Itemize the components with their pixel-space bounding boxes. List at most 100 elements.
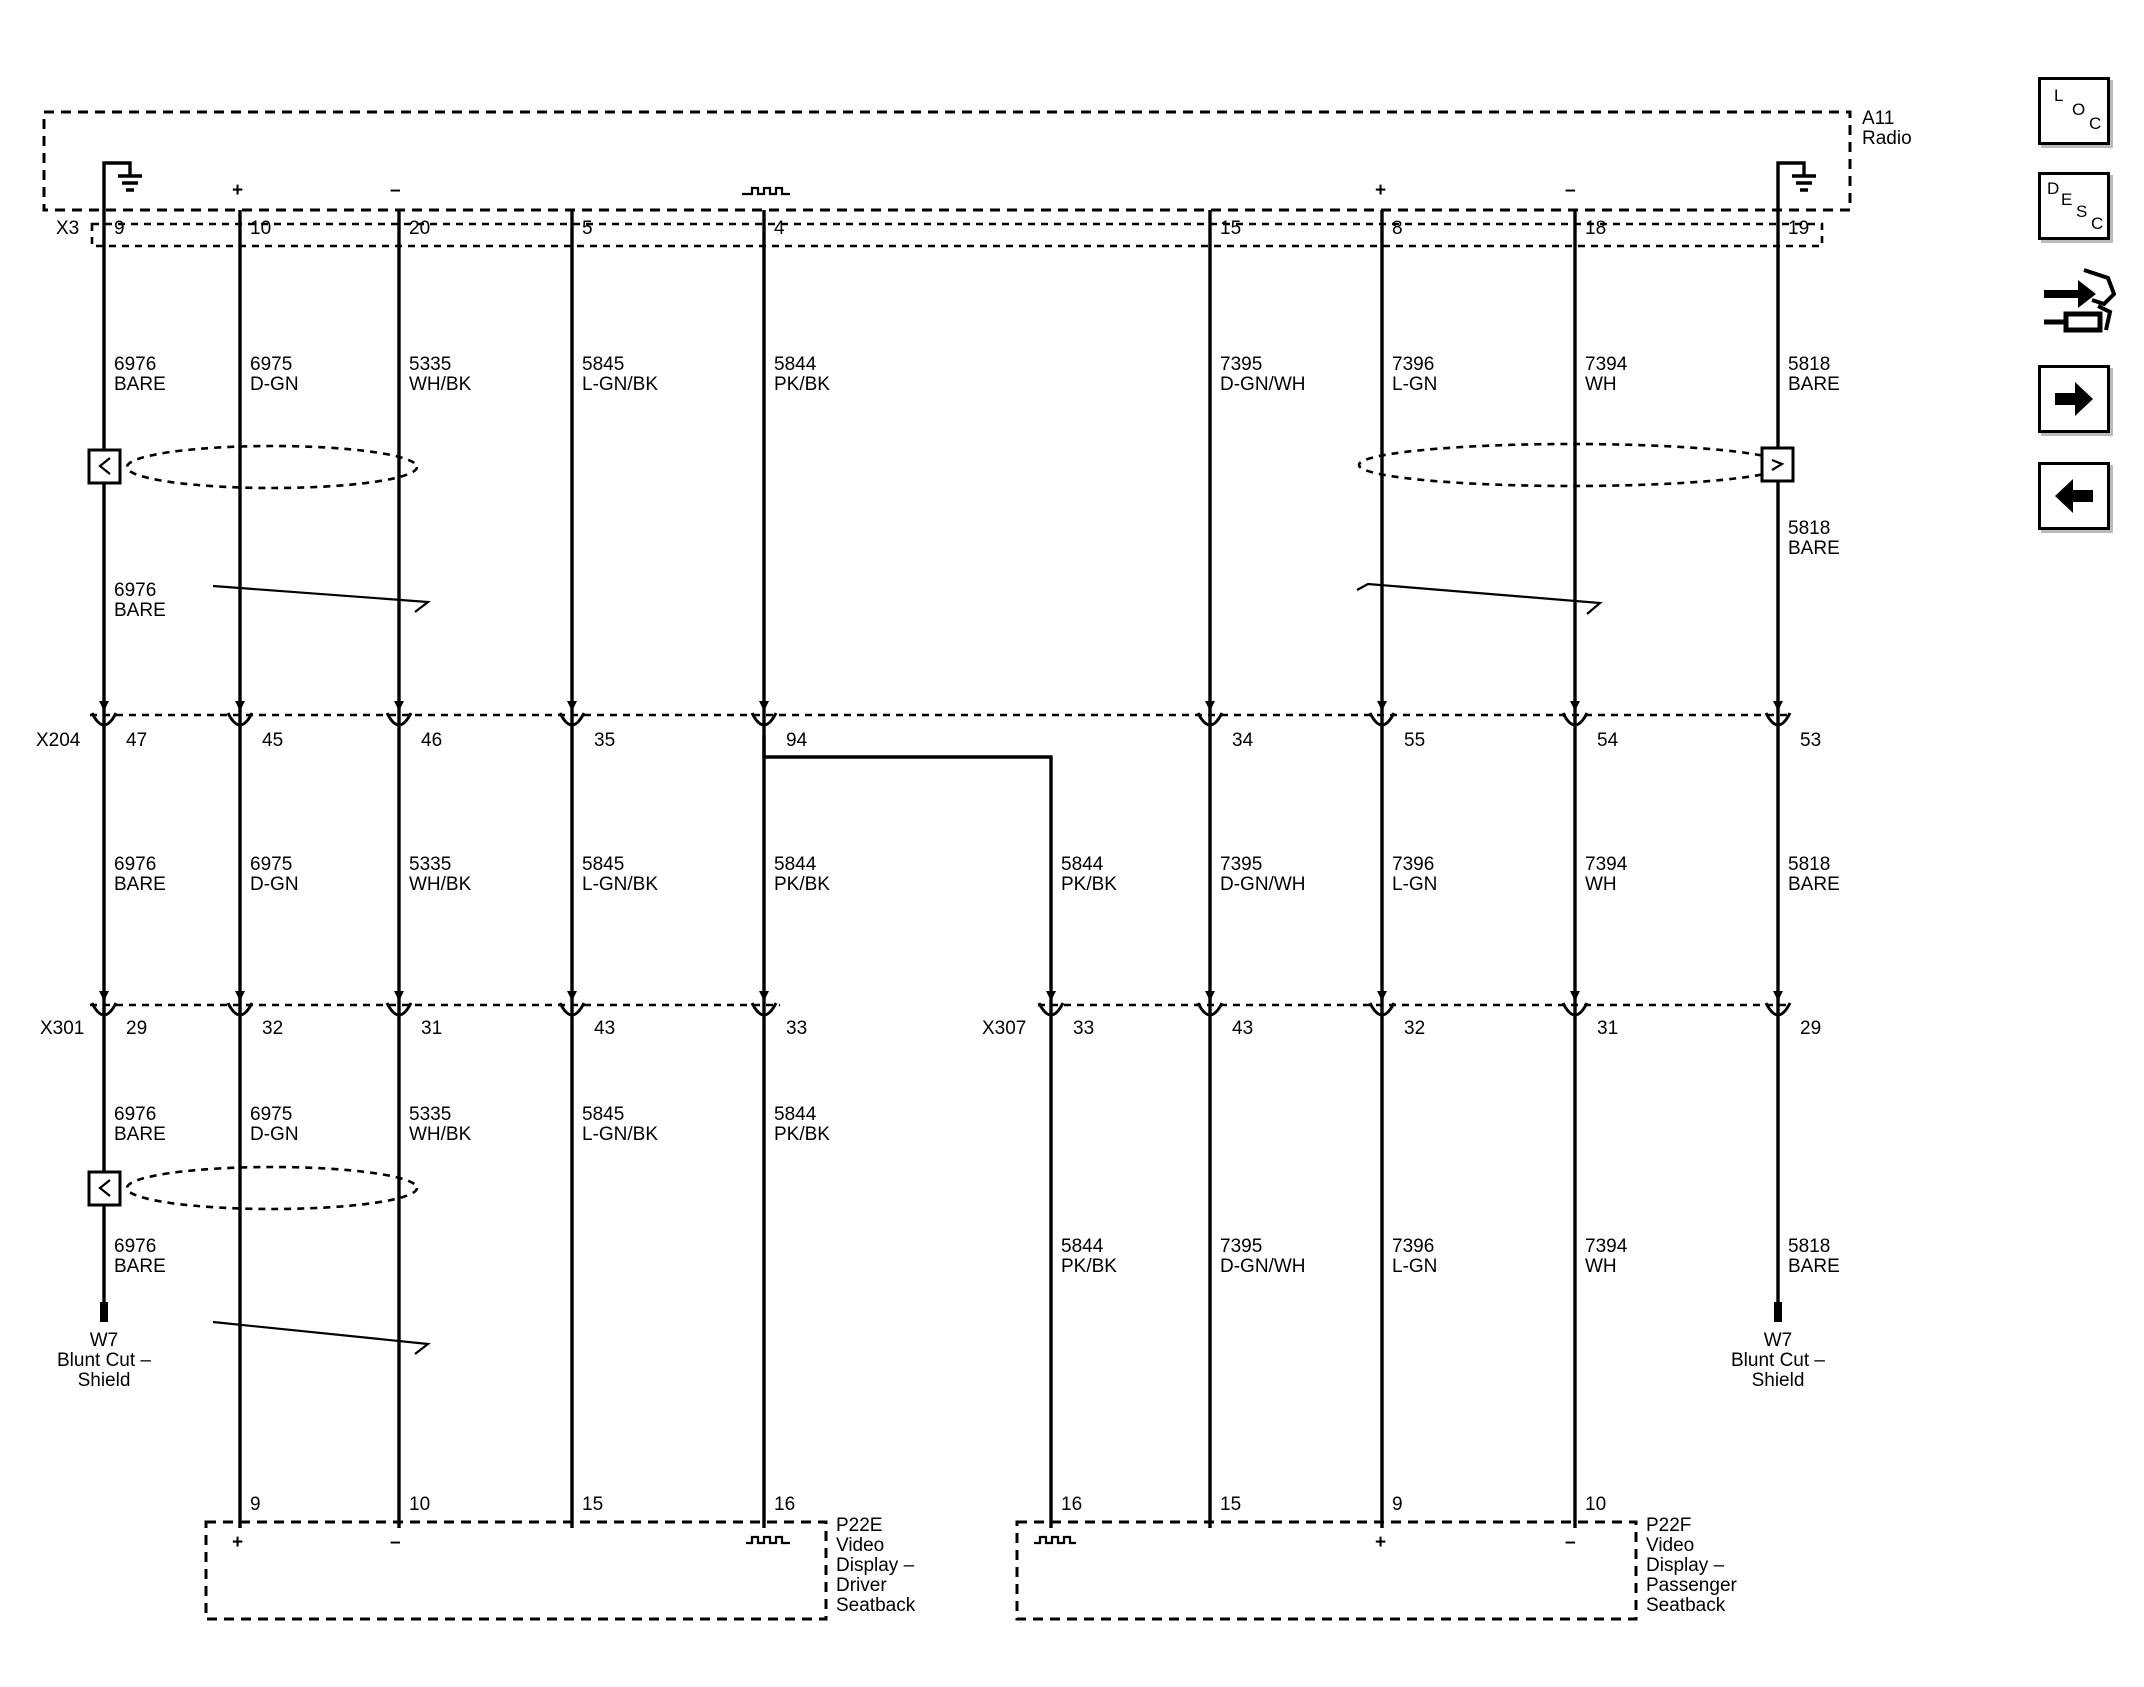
circuit-number: 7395 bbox=[1220, 354, 1262, 375]
connector-terminal-pin bbox=[567, 991, 577, 1001]
wire-labels-segment-2: 6976 BARE 6975 D-GN 5335 WH/BK 5845 L-GN… bbox=[114, 854, 1840, 895]
connector-terminal-socket bbox=[750, 1002, 778, 1017]
circuit-number: 6976 bbox=[114, 1236, 156, 1257]
pin-label: 31 bbox=[1597, 1018, 1618, 1039]
circuit-number: 6975 bbox=[250, 854, 292, 875]
driver-display-component: 9 10 15 16 + – P22E Video Display – Driv… bbox=[204, 1494, 916, 1621]
display-minus-symbol: – bbox=[1565, 1532, 1576, 1553]
connector-x301-label: X301 bbox=[40, 1018, 84, 1039]
connector-terminal-socket bbox=[750, 712, 778, 727]
wire-labels-segment-1: 6976 BARE 6975 D-GN 5335 WH/BK 5845 L-GN… bbox=[114, 354, 1840, 621]
connector-terminal-socket bbox=[1368, 712, 1396, 727]
radio-component: A11 Radio X3 + – + – bbox=[42, 108, 1912, 248]
radio-pin-numbers: 9 10 20 5 4 15 8 18 19 bbox=[114, 218, 1809, 239]
pin-label: 16 bbox=[1061, 1494, 1082, 1515]
arrow-right-icon bbox=[2055, 382, 2093, 416]
circuit-number: 5844 bbox=[1061, 854, 1104, 875]
driver-display-line: Seatback bbox=[836, 1595, 916, 1616]
x301-pin-numbers: 29 32 31 43 33 bbox=[126, 1018, 807, 1039]
radio-minus-symbol-2: – bbox=[1565, 180, 1576, 201]
circuit-number: 5845 bbox=[582, 854, 624, 875]
pin-label: 18 bbox=[1585, 218, 1606, 239]
connector-terminal-pin bbox=[1773, 701, 1783, 711]
circuit-number: 7394 bbox=[1585, 354, 1628, 375]
wire-color: PK/BK bbox=[1061, 874, 1117, 895]
pin-label: 29 bbox=[1800, 1018, 1821, 1039]
connector-terminal-socket bbox=[1368, 1002, 1396, 1017]
circuit-number: 5844 bbox=[774, 1104, 817, 1125]
connector-terminal-pin bbox=[394, 991, 404, 1001]
wire-color: L-GN/BK bbox=[582, 1124, 658, 1145]
connector-terminal-pin bbox=[1570, 991, 1580, 1001]
pin-label: 45 bbox=[262, 730, 283, 751]
shield-desc-line: Blunt Cut – bbox=[57, 1350, 151, 1371]
next-page-button[interactable] bbox=[2038, 365, 2110, 433]
pin-label: 10 bbox=[250, 218, 271, 239]
connector-terminal-pin bbox=[235, 991, 245, 1001]
passenger-display-line: Seatback bbox=[1646, 1595, 1726, 1616]
passenger-display-id: P22F bbox=[1646, 1515, 1691, 1536]
connector-terminal-socket bbox=[1764, 1002, 1792, 1017]
circuit-number: 6976 bbox=[114, 354, 156, 375]
display-plus-symbol: + bbox=[1375, 1532, 1386, 1553]
pin-label: 35 bbox=[594, 730, 615, 751]
pin-label: 10 bbox=[1585, 1494, 1606, 1515]
pin-label: 43 bbox=[1232, 1018, 1253, 1039]
circuit-number: 7394 bbox=[1585, 1236, 1628, 1257]
passenger-display-line: Passenger bbox=[1646, 1575, 1738, 1596]
connector-terminal-socket bbox=[385, 1002, 413, 1017]
wire-color: L-GN bbox=[1392, 1256, 1437, 1277]
connector-end-view-button[interactable] bbox=[2038, 260, 2117, 342]
description-button[interactable]: D E S C bbox=[2038, 172, 2110, 240]
pin-label: 33 bbox=[786, 1018, 807, 1039]
shield-desc-line: Shield bbox=[78, 1370, 131, 1391]
wire-color: BARE bbox=[114, 1124, 166, 1145]
wire-color: L-GN bbox=[1392, 874, 1437, 895]
connector-x204-label: X204 bbox=[36, 730, 81, 751]
circuit-number: 6976 bbox=[114, 1104, 156, 1125]
pin-label: 94 bbox=[786, 730, 808, 751]
connector-terminal-pin bbox=[567, 701, 577, 711]
connector-terminal-pin bbox=[394, 701, 404, 711]
driver-display-line: Video bbox=[836, 1535, 884, 1556]
pin-label: 15 bbox=[1220, 218, 1241, 239]
wire-color: BARE bbox=[1788, 374, 1840, 395]
circuit-number: 7395 bbox=[1220, 854, 1262, 875]
circuit-number: 6976 bbox=[114, 580, 156, 601]
radio-minus-symbol: – bbox=[390, 180, 401, 201]
wire-color: PK/BK bbox=[1061, 1256, 1117, 1277]
ground-icon bbox=[102, 161, 142, 205]
connector-terminal-pin bbox=[759, 991, 769, 1001]
wire-color: BARE bbox=[1788, 1256, 1840, 1277]
shield-termination-right: W7 Blunt Cut – Shield bbox=[1731, 1330, 1825, 1391]
pin-label: 31 bbox=[421, 1018, 442, 1039]
pin-label: 4 bbox=[774, 218, 785, 239]
pin-label: 29 bbox=[126, 1018, 147, 1039]
radio-connector-label: X3 bbox=[56, 218, 79, 239]
connector-terminal-pin bbox=[1773, 991, 1783, 1001]
connector-terminals bbox=[90, 701, 1792, 1017]
circuit-number: 6975 bbox=[250, 1104, 292, 1125]
wire-color: WH bbox=[1585, 874, 1617, 895]
connector-end-view-icon bbox=[2044, 268, 2117, 333]
wire-color: D-GN bbox=[250, 1124, 299, 1145]
driver-display-id: P22E bbox=[836, 1515, 882, 1536]
pin-label: 47 bbox=[126, 730, 147, 751]
connector-terminal-socket bbox=[558, 1002, 586, 1017]
wire-color: D-GN bbox=[250, 374, 299, 395]
inline-connector-x204: X204 bbox=[36, 713, 1790, 751]
pin-label: 33 bbox=[1073, 1018, 1094, 1039]
pin-label: 9 bbox=[250, 1494, 261, 1515]
passenger-display-line: Video bbox=[1646, 1535, 1694, 1556]
shield-termination-left: W7 Blunt Cut – Shield bbox=[57, 1330, 151, 1391]
wire-color: PK/BK bbox=[774, 874, 830, 895]
circuit-number: 5844 bbox=[1061, 1236, 1104, 1257]
wire-color: BARE bbox=[114, 374, 166, 395]
circuit-number: 5818 bbox=[1788, 518, 1830, 539]
driver-display-line: Display – bbox=[836, 1555, 915, 1576]
previous-page-button[interactable] bbox=[2038, 462, 2110, 530]
circuit-number: 5335 bbox=[409, 354, 451, 375]
location-button[interactable]: L O C bbox=[2038, 77, 2110, 145]
wire-color: L-GN/BK bbox=[582, 374, 658, 395]
circuit-number: 5818 bbox=[1788, 1236, 1830, 1257]
